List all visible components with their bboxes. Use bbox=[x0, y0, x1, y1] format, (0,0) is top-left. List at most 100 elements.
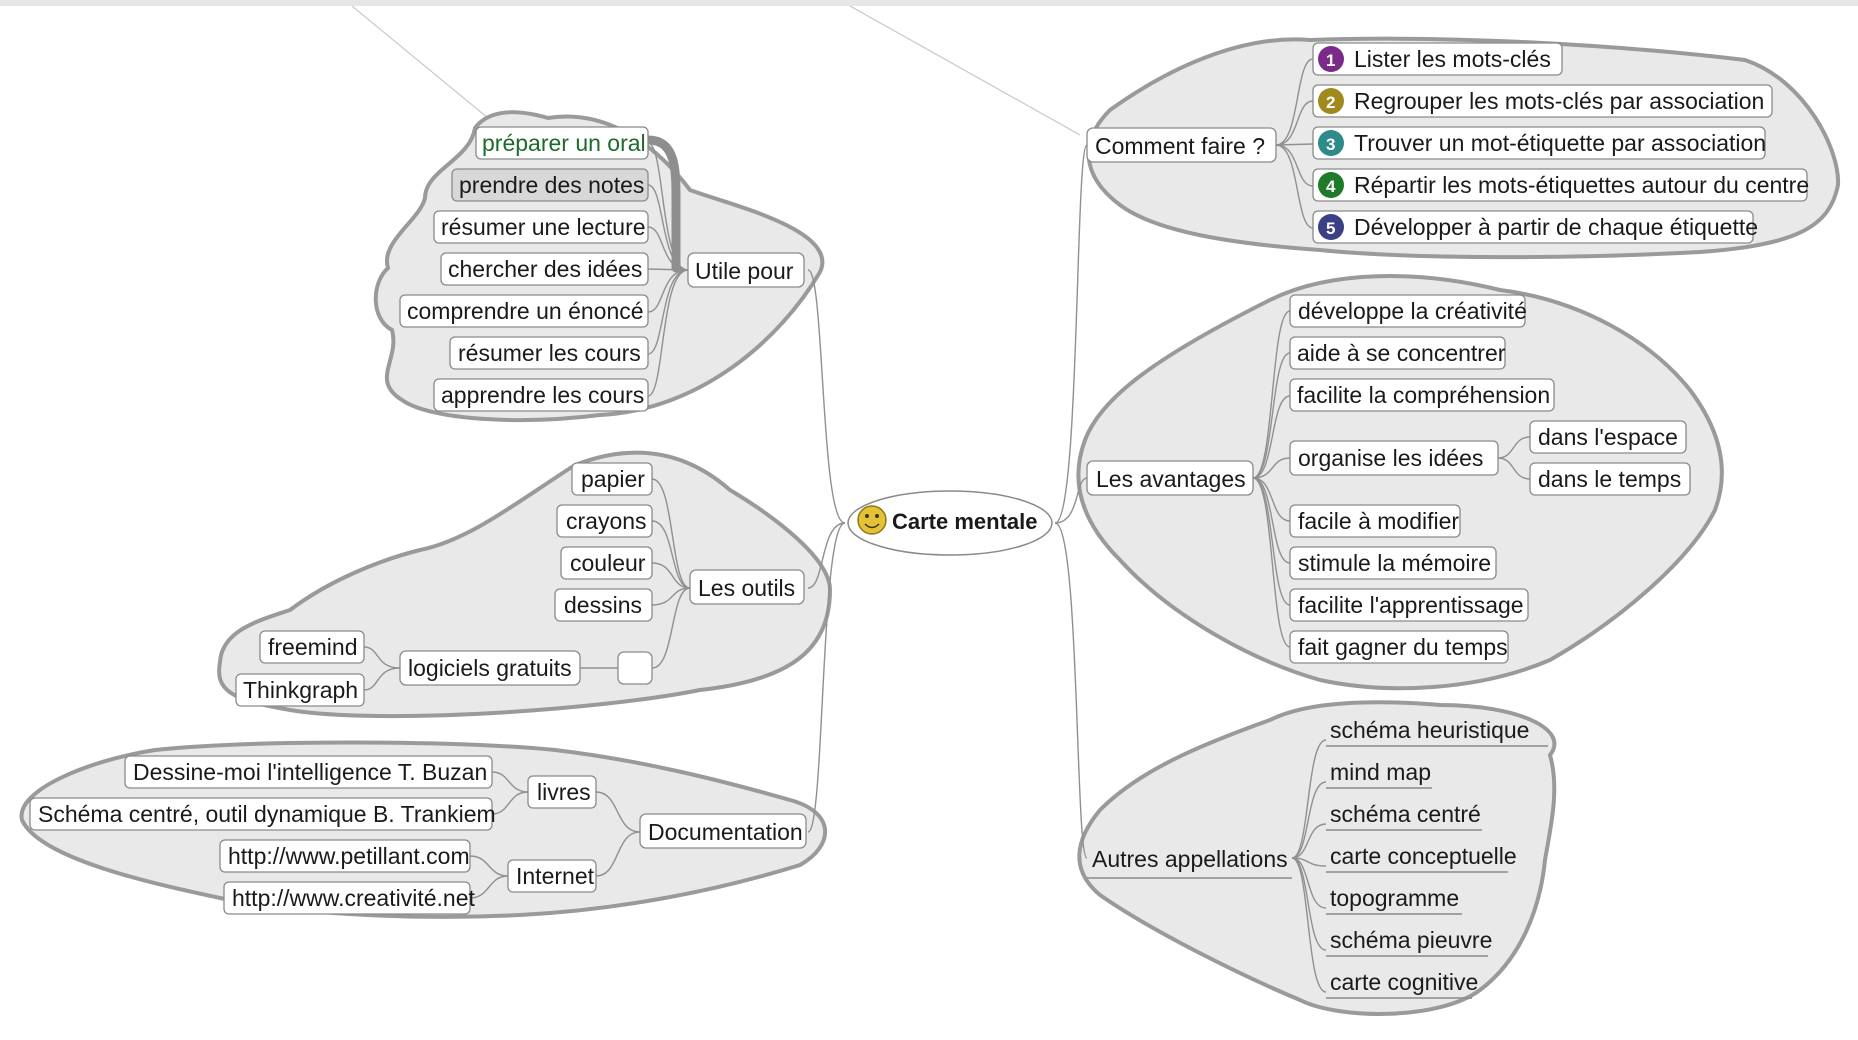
svg-text:chercher des idées: chercher des idées bbox=[448, 256, 642, 282]
number-4-icon: 4 bbox=[1318, 172, 1344, 198]
cloud-avantages bbox=[1076, 274, 1724, 691]
avantage-item-memoire[interactable]: stimule la mémoire bbox=[1289, 546, 1497, 580]
svg-text:papier: papier bbox=[581, 466, 645, 492]
svg-text:Autres appellations: Autres appellations bbox=[1092, 846, 1288, 872]
utile-item-apprendre-cours[interactable]: apprendre les cours bbox=[433, 378, 649, 412]
svg-text:organise les idées: organise les idées bbox=[1298, 445, 1483, 471]
svg-text:Répartir les mots-étiquettes a: Répartir les mots-étiquettes autour du c… bbox=[1354, 172, 1809, 198]
utile-item-prendre-notes[interactable]: prendre des notes bbox=[451, 168, 649, 202]
internet-link-petillant[interactable]: http://www.petillant.com bbox=[219, 839, 471, 873]
utile-item-resumer-cours[interactable]: résumer les cours bbox=[449, 336, 649, 370]
outils-item-crayons[interactable]: crayons bbox=[556, 504, 653, 538]
avantages-connectors bbox=[1252, 310, 1531, 648]
branch-documentation[interactable]: Documentation bbox=[639, 813, 807, 849]
outils-items: papier crayons couleur dessins logiciels… bbox=[235, 462, 653, 707]
center-node[interactable]: Carte mentale bbox=[847, 490, 1053, 556]
outils-connectors bbox=[363, 478, 691, 691]
svg-text:Schéma centré, outil dynamique: Schéma centré, outil dynamique B. Tranki… bbox=[38, 801, 496, 827]
doc-item-internet[interactable]: Internet bbox=[507, 859, 597, 893]
branch-les-avantages[interactable]: Les avantages bbox=[1086, 460, 1254, 496]
svg-text:facilite l'apprentissage: facilite l'apprentissage bbox=[1298, 592, 1524, 618]
svg-text:comprendre un énoncé: comprendre un énoncé bbox=[407, 298, 644, 324]
outils-item-dessins[interactable]: dessins bbox=[554, 588, 653, 622]
svg-text:fait gagner du temps: fait gagner du temps bbox=[1298, 634, 1508, 660]
svg-text:aide à se concentrer: aide à se concentrer bbox=[1297, 340, 1506, 366]
decorative-line bbox=[849, 5, 1081, 136]
outils-item-couleur[interactable]: couleur bbox=[560, 546, 653, 580]
svg-text:5: 5 bbox=[1326, 219, 1335, 238]
decorative-line bbox=[351, 5, 501, 129]
utile-item-preparer-oral[interactable]: préparer un oral bbox=[475, 126, 649, 160]
logiciel-item-freemind[interactable]: freemind bbox=[259, 630, 365, 664]
branch-autres-appellations[interactable]: Autres appellations bbox=[1087, 846, 1292, 879]
step-3[interactable]: 3 Trouver un mot-étiquette par associati… bbox=[1312, 126, 1766, 160]
step-1[interactable]: 1 Lister les mots-clés bbox=[1312, 42, 1563, 76]
svg-text:facilite la compréhension: facilite la compréhension bbox=[1297, 382, 1550, 408]
branch-utile-pour[interactable]: Utile pour bbox=[687, 252, 805, 288]
svg-text:carte cognitive: carte cognitive bbox=[1330, 969, 1478, 995]
svg-text:crayons: crayons bbox=[566, 508, 647, 534]
svg-text:facile à modifier: facile à modifier bbox=[1298, 508, 1459, 534]
appellation-schema-heuristique[interactable]: schéma heuristique bbox=[1326, 717, 1548, 747]
step-2[interactable]: 2 Regrouper les mots-clés par associatio… bbox=[1312, 84, 1773, 118]
center-label: Carte mentale bbox=[892, 509, 1038, 534]
organise-child-temps[interactable]: dans le temps bbox=[1529, 462, 1691, 496]
svg-text:résumer une lecture: résumer une lecture bbox=[441, 214, 646, 240]
organise-child-espace[interactable]: dans l'espace bbox=[1529, 420, 1687, 454]
step-5[interactable]: 5 Développer à partir de chaque étiquett… bbox=[1312, 210, 1758, 244]
appellation-schema-pieuvre[interactable]: schéma pieuvre bbox=[1326, 927, 1492, 957]
svg-text:Développer à partir de chaque: Développer à partir de chaque étiquette bbox=[1354, 214, 1758, 240]
svg-text:stimule la mémoire: stimule la mémoire bbox=[1298, 550, 1491, 576]
svg-text:http://www.petillant.com: http://www.petillant.com bbox=[228, 843, 470, 869]
svg-text:freemind: freemind bbox=[268, 634, 357, 660]
svg-text:logiciels gratuits: logiciels gratuits bbox=[408, 655, 572, 681]
svg-text:Documentation: Documentation bbox=[648, 819, 803, 845]
outils-empty-node[interactable] bbox=[617, 651, 653, 685]
svg-text:3: 3 bbox=[1326, 135, 1335, 154]
svg-text:dans l'espace: dans l'espace bbox=[1538, 424, 1678, 450]
avantage-item-apprentissage[interactable]: facilite l'apprentissage bbox=[1289, 588, 1529, 622]
svg-text:Dessine-moi l'intelligence T.: Dessine-moi l'intelligence T. Buzan bbox=[133, 759, 487, 785]
appellation-carte-conceptuelle[interactable]: carte conceptuelle bbox=[1326, 843, 1517, 873]
branch-les-outils[interactable]: Les outils bbox=[689, 569, 805, 605]
livre-item-trankiem[interactable]: Schéma centré, outil dynamique B. Tranki… bbox=[29, 797, 496, 831]
avantage-item-concentrer[interactable]: aide à se concentrer bbox=[1289, 336, 1506, 370]
appellation-carte-cognitive[interactable]: carte cognitive bbox=[1326, 969, 1478, 999]
svg-text:schéma centré: schéma centré bbox=[1330, 801, 1481, 827]
appellation-schema-centre[interactable]: schéma centré bbox=[1326, 801, 1482, 831]
logiciel-item-thinkgraph[interactable]: Thinkgraph bbox=[235, 673, 365, 707]
heavy-connector bbox=[643, 135, 681, 273]
utile-item-comprendre-enonce[interactable]: comprendre un énoncé bbox=[399, 294, 649, 328]
utile-pour-connectors bbox=[647, 142, 689, 397]
utile-item-resumer-lecture[interactable]: résumer une lecture bbox=[433, 210, 649, 244]
step-4[interactable]: 4 Répartir les mots-étiquettes autour du… bbox=[1312, 168, 1809, 202]
number-2-icon: 2 bbox=[1318, 88, 1344, 114]
utile-item-chercher-idees[interactable]: chercher des idées bbox=[440, 252, 649, 286]
svg-text:Trouver un mot-étiquette par a: Trouver un mot-étiquette par association bbox=[1354, 130, 1766, 156]
comment-faire-steps: 1 Lister les mots-clés 2 Regrouper les m… bbox=[1312, 42, 1809, 244]
svg-text:dans le temps: dans le temps bbox=[1538, 466, 1681, 492]
avantage-item-creativite[interactable]: développe la créativité bbox=[1289, 294, 1527, 328]
svg-text:4: 4 bbox=[1326, 177, 1336, 196]
outils-item-logiciels-gratuits[interactable]: logiciels gratuits bbox=[399, 650, 581, 686]
svg-text:Lister les mots-clés: Lister les mots-clés bbox=[1354, 46, 1551, 72]
appellation-mind-map[interactable]: mind map bbox=[1326, 759, 1432, 789]
doc-item-livres[interactable]: livres bbox=[527, 775, 597, 809]
svg-text:prendre des notes: prendre des notes bbox=[459, 172, 644, 198]
outils-item-papier[interactable]: papier bbox=[571, 462, 653, 496]
internet-link-creativite[interactable]: http://www.creativité.net bbox=[223, 881, 475, 915]
svg-text:livres: livres bbox=[537, 779, 591, 805]
avantage-item-modifier[interactable]: facile à modifier bbox=[1289, 504, 1461, 538]
avantage-item-organise-idees[interactable]: organise les idées bbox=[1289, 440, 1499, 476]
appellation-topogramme[interactable]: topogramme bbox=[1326, 885, 1462, 915]
livre-item-buzan[interactable]: Dessine-moi l'intelligence T. Buzan bbox=[124, 755, 493, 789]
svg-text:Internet: Internet bbox=[516, 863, 595, 889]
branch-comment-faire[interactable]: Comment faire ? bbox=[1086, 127, 1277, 163]
avantage-item-comprehension[interactable]: facilite la compréhension bbox=[1289, 378, 1555, 412]
svg-text:schéma heuristique: schéma heuristique bbox=[1330, 717, 1529, 743]
documentation-connectors bbox=[469, 771, 641, 899]
svg-text:Les avantages: Les avantages bbox=[1096, 466, 1246, 492]
avantage-item-temps[interactable]: fait gagner du temps bbox=[1289, 630, 1509, 664]
